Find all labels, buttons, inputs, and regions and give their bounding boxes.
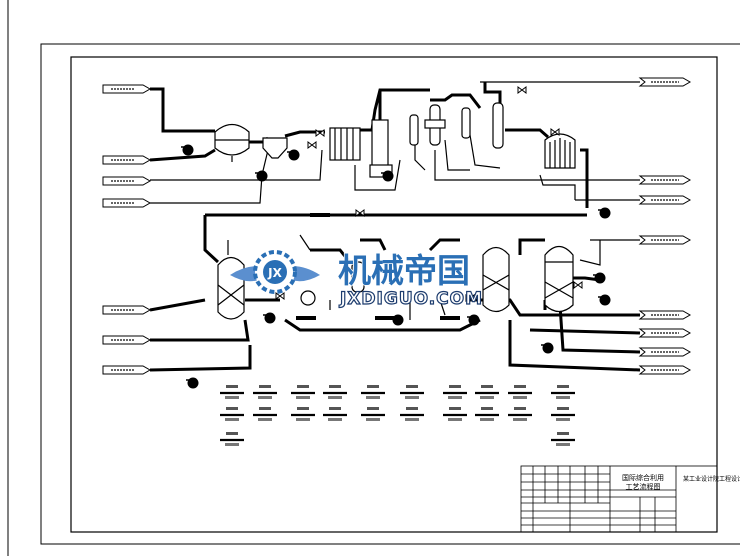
stream-label-right (638, 195, 692, 205)
equipment-tag (400, 407, 424, 421)
pump-icon (598, 207, 611, 219)
watermark: JX 机械帝国 JXDIGUO.COM (230, 250, 483, 310)
valve-icon (573, 281, 583, 289)
equipment-tag (551, 385, 575, 399)
equipment-tag (508, 385, 532, 399)
reactor-tower (369, 119, 393, 178)
column-1 (409, 114, 419, 146)
valve-icon (307, 141, 317, 149)
equipment-tag (253, 407, 277, 421)
equipment-tag (475, 407, 499, 421)
line-marker (440, 316, 460, 320)
pump-icon (541, 342, 554, 354)
line-marker (296, 316, 316, 320)
watermark-emblem: JX (230, 250, 320, 294)
pump-icon (255, 170, 268, 182)
equipment-tag (323, 385, 347, 399)
reactor-left (217, 256, 245, 320)
valves (181, 86, 611, 389)
title-block (520, 465, 718, 533)
valve-icon (517, 86, 527, 94)
pump-icon (593, 272, 606, 284)
watermark-domain: JXDIGUO.COM (339, 289, 483, 309)
equipment-tag (220, 407, 244, 421)
equipment-tags (220, 385, 575, 446)
stream-label-left (102, 365, 152, 375)
pump-icon (186, 377, 199, 389)
equipment-tag (508, 407, 532, 421)
equipment-tag (291, 385, 315, 399)
equipment-tag (551, 432, 575, 446)
vessel-right-1 (482, 246, 510, 313)
equipment-tag (443, 385, 467, 399)
pump-icon (381, 170, 394, 182)
column-3 (461, 107, 471, 139)
stream-label-left (102, 305, 152, 315)
equipment-tag (443, 407, 467, 421)
heater-unit (329, 127, 361, 161)
stream-label-right (638, 328, 692, 338)
tank-mid-2 (351, 261, 365, 293)
valve-icon (355, 209, 365, 217)
equipment (214, 102, 576, 320)
stream-label-left (102, 84, 152, 94)
valve-icon (465, 294, 475, 302)
stream-label-left (102, 198, 152, 208)
company-name: 某工业设计院工程设计所 (683, 475, 740, 483)
vessel-right-2 (544, 245, 574, 313)
column-2 (424, 104, 446, 146)
stream-label-right (638, 175, 692, 185)
pump-icon (467, 314, 480, 326)
watermark-emblem-text: JX (267, 266, 282, 280)
stream-label-right (638, 235, 692, 245)
stream-label-left (102, 176, 152, 186)
sheet-border (7, 0, 740, 556)
dryer-drum (214, 123, 250, 162)
stream-labels (102, 77, 692, 375)
pump-icon (598, 294, 611, 306)
exchanger-top (544, 133, 576, 169)
pump-icon (287, 149, 300, 161)
valve-icon (550, 128, 560, 136)
watermark-brand: 机械帝国 (338, 251, 470, 290)
stream-label-left (102, 335, 152, 345)
equipment-tag (551, 407, 575, 421)
stream-label-right (638, 77, 692, 87)
drawing-title-line2: 工艺流程图 (626, 482, 661, 491)
equipment-tag (220, 385, 244, 399)
equipment-tag (400, 385, 424, 399)
equipment-tag (361, 385, 385, 399)
equipment-tag (291, 407, 315, 421)
cyclone-separator (262, 137, 288, 159)
valve-icon (315, 129, 325, 137)
stream-label-left (102, 155, 152, 165)
process-lines (149, 82, 641, 372)
valve-icon (275, 292, 285, 300)
stream-label-right (638, 365, 692, 375)
pump-icon (263, 312, 276, 324)
drawing-title-line1: 国际综合利用 (622, 473, 664, 482)
line-marker (375, 316, 395, 320)
pump-icon (181, 144, 194, 156)
equipment-tag (361, 407, 385, 421)
equipment-tag (220, 432, 244, 446)
tank-mid-1 (300, 290, 316, 306)
stream-label-right (638, 310, 692, 320)
equipment-tag (323, 407, 347, 421)
stream-label-right (638, 347, 692, 357)
equipment-tag (253, 385, 277, 399)
equipment-tag (475, 385, 499, 399)
column-4 (492, 102, 504, 149)
line-marker (310, 213, 330, 217)
